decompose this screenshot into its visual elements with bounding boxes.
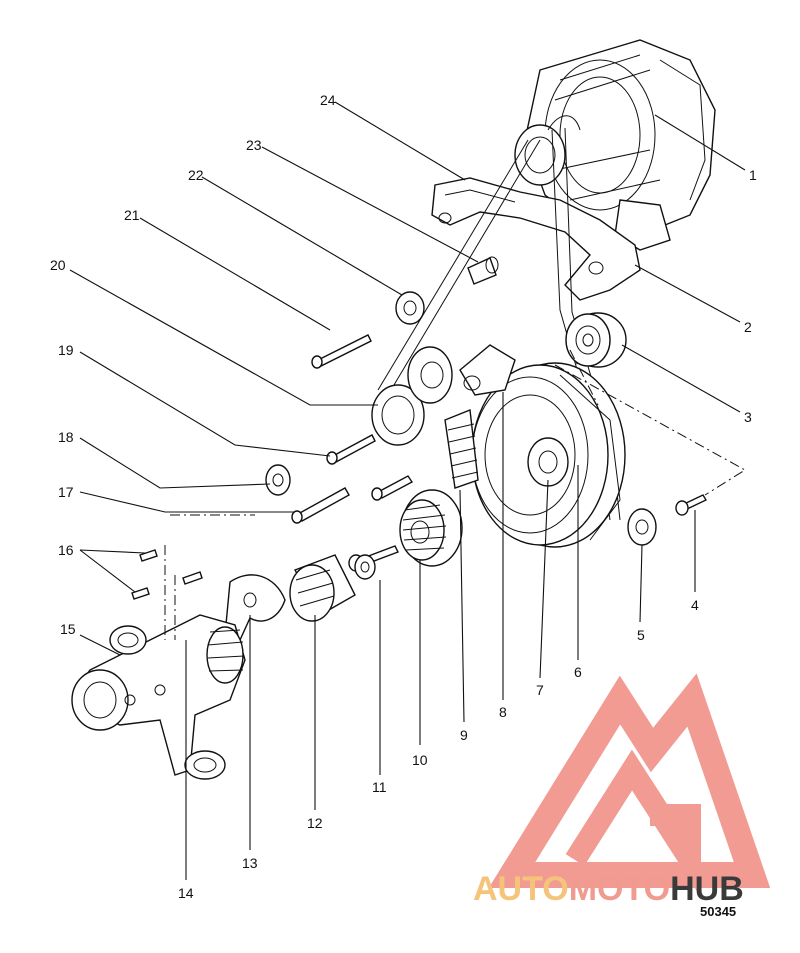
bolt-19: [326, 434, 376, 465]
watermark-triangle: [488, 673, 771, 888]
water-pump: [71, 614, 246, 780]
callout-14: 14: [178, 885, 194, 901]
bearing-sleeve: [289, 554, 356, 622]
callout-23: 23: [246, 137, 262, 153]
callout-17: 17: [58, 484, 74, 500]
mounting-bracket: [431, 177, 641, 301]
callout-1: 1: [749, 167, 757, 183]
assembly-lines: [164, 349, 746, 640]
callout-7: 7: [536, 682, 544, 698]
callout-numbers: 1 2 3 4 5 6 7 8 9 10 11 12 13 14 15 16 1…: [50, 92, 757, 901]
watermark-hub: HUB: [670, 870, 744, 908]
callout-9: 9: [460, 727, 468, 743]
watermark-text: AUTOMOTOHUB: [473, 870, 744, 908]
watermark-logo: [488, 673, 771, 898]
callout-13: 13: [242, 855, 258, 871]
callout-19: 19: [58, 342, 74, 358]
callout-15: 15: [60, 621, 76, 637]
spacer: [395, 291, 425, 325]
belt-tensioner: [371, 344, 516, 489]
callout-16: 16: [58, 542, 74, 558]
callout-10: 10: [412, 752, 428, 768]
alternator: [514, 39, 716, 251]
bolt-21: [311, 334, 372, 369]
callout-20: 20: [50, 257, 66, 273]
crankshaft-pulley: [471, 362, 626, 548]
callout-2: 2: [744, 319, 752, 335]
callout-11: 11: [372, 779, 387, 795]
bolt-4: [675, 494, 707, 516]
pump-screws: [131, 549, 203, 600]
callout-22: 22: [188, 167, 204, 183]
leader-lines: [69, 101, 746, 880]
washer-5: [627, 508, 657, 546]
callout-8: 8: [499, 704, 507, 720]
watermark-moto: MOTO: [569, 870, 670, 908]
callout-12: 12: [307, 815, 323, 831]
bolt-17: [291, 487, 350, 524]
spacer-ring: [354, 554, 376, 580]
figure-id: 50345: [700, 904, 736, 919]
callout-5: 5: [637, 627, 645, 643]
bolt-tensioner: [371, 475, 414, 501]
adapter-fitting: [467, 256, 499, 285]
washer-18: [265, 464, 291, 496]
idler-pulley: [565, 312, 627, 368]
pulley-hub: [399, 489, 463, 567]
callout-24: 24: [320, 92, 336, 108]
watermark-inner-mark: [565, 749, 701, 898]
callout-4: 4: [691, 597, 699, 613]
callout-21: 21: [124, 207, 140, 223]
watermark-auto: AUTO: [473, 870, 569, 908]
callout-3: 3: [744, 409, 752, 425]
callout-18: 18: [58, 429, 74, 445]
svg-text:AUTOMOTOHUB: AUTOMOTOHUB: [473, 870, 744, 908]
callout-6: 6: [574, 664, 582, 680]
